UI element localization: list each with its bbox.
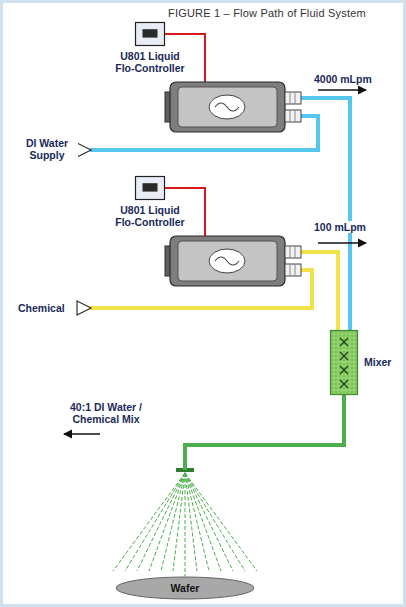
flow-arrow bbox=[318, 242, 366, 243]
spray-line bbox=[149, 473, 185, 571]
wafer-disc: Wafer bbox=[115, 576, 255, 600]
spray-line bbox=[161, 473, 185, 571]
controller-unit: U801 Liquid Flo-Controller bbox=[135, 22, 165, 46]
spray-line bbox=[185, 473, 209, 571]
spray-line bbox=[113, 473, 185, 571]
flow-arrow bbox=[64, 433, 100, 434]
spray-line bbox=[185, 472, 186, 576]
flow-unit bbox=[165, 236, 301, 286]
wafer-label: Wafer bbox=[115, 582, 255, 594]
spray-line bbox=[185, 473, 257, 571]
spray-line bbox=[185, 473, 233, 571]
node-outline bbox=[135, 22, 165, 46]
pipe-connector bbox=[185, 395, 344, 576]
mixer-label: Mixer bbox=[364, 356, 391, 368]
controller-label: U801 Liquid Flo-Controller bbox=[112, 204, 188, 228]
spray-line bbox=[185, 473, 245, 571]
supply-label: DI Water Supply bbox=[16, 137, 78, 161]
mixer-box: Mixer bbox=[330, 330, 358, 395]
flow-arrow bbox=[318, 89, 366, 90]
spray-line bbox=[185, 473, 221, 571]
supply-label: Chemical bbox=[16, 302, 67, 314]
supply-symbol bbox=[77, 301, 91, 315]
node-outline bbox=[330, 330, 358, 395]
pipe-segment bbox=[185, 395, 344, 470]
controller-label: U801 Liquid Flo-Controller bbox=[112, 50, 188, 74]
figure-title: FIGURE 1 – Flow Path of Fluid System bbox=[168, 7, 366, 19]
spray-line bbox=[185, 473, 197, 571]
flow-rate: 100 mLpm bbox=[312, 221, 368, 233]
spray-line bbox=[137, 473, 185, 571]
supply-symbol bbox=[77, 143, 91, 157]
flow-unit bbox=[165, 82, 301, 132]
spray-line bbox=[125, 473, 185, 571]
chemical-pipe bbox=[300, 252, 338, 330]
mix-label: 40:1 DI Water / Chemical Mix bbox=[58, 401, 154, 425]
node-outline bbox=[135, 176, 165, 200]
spray-line bbox=[173, 473, 185, 571]
controller-unit: U801 Liquid Flo-Controller bbox=[135, 176, 165, 200]
water-pipe bbox=[300, 98, 350, 330]
flow-rate: 4000 mLpm bbox=[312, 73, 374, 85]
